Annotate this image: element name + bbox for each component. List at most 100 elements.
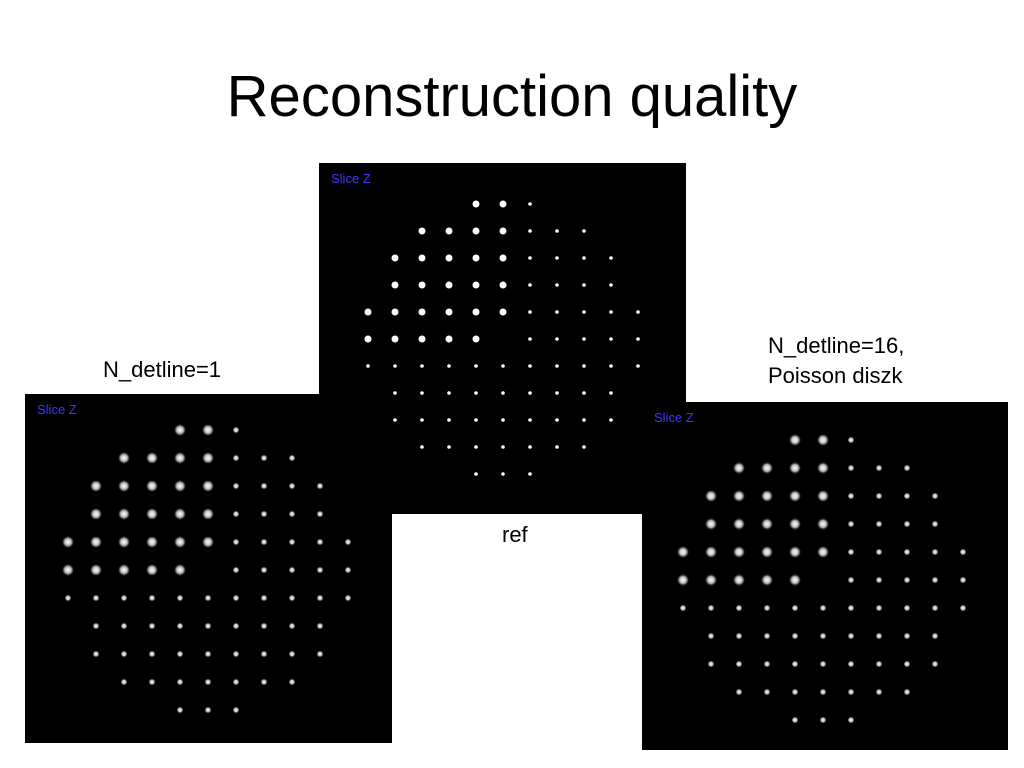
n1-spot <box>148 650 156 658</box>
ref-spot <box>393 418 397 422</box>
n16-spot <box>903 604 911 612</box>
reference-dot-pattern <box>364 200 640 476</box>
ref-spot <box>609 418 613 422</box>
ref-spot <box>582 418 586 422</box>
ref-spot <box>472 335 480 343</box>
n16-spot <box>875 520 883 528</box>
n16-spot <box>903 576 911 584</box>
ref-spot <box>393 391 397 395</box>
n1-spot <box>148 678 156 686</box>
ref-spot <box>528 391 532 395</box>
n16-spot <box>763 632 771 640</box>
n16-spot <box>959 604 967 612</box>
ref-spot <box>445 308 453 316</box>
n16-spot <box>931 660 939 668</box>
ref-spot <box>474 391 478 395</box>
n16-spot <box>791 632 799 640</box>
n1-spot <box>316 566 324 574</box>
ref-spot <box>528 337 532 341</box>
ref-spot <box>391 254 399 262</box>
ref-spot <box>472 308 480 316</box>
ref-spot <box>528 202 532 206</box>
n16-spot <box>875 632 883 640</box>
ref-spot <box>472 281 480 289</box>
ref-spot <box>582 283 586 287</box>
n1-spot <box>260 566 268 574</box>
ndetline-16-dot-pattern <box>677 434 967 724</box>
n16-spot <box>677 546 689 558</box>
ref-spot <box>391 281 399 289</box>
ref-spot <box>582 364 586 368</box>
ref-spot <box>501 391 505 395</box>
n1-spot <box>176 706 184 714</box>
n16-spot <box>705 518 717 530</box>
n1-spot <box>204 594 212 602</box>
n1-spot <box>316 622 324 630</box>
n16-spot <box>763 604 771 612</box>
ref-spot <box>609 391 613 395</box>
n1-spot <box>316 510 324 518</box>
n1-spot <box>204 622 212 630</box>
n16-spot <box>959 548 967 556</box>
n16-spot <box>705 546 717 558</box>
n1-spot <box>92 594 100 602</box>
n16-spot <box>817 518 829 530</box>
ref-spot <box>528 418 532 422</box>
n1-spot <box>174 508 186 520</box>
n1-spot <box>288 566 296 574</box>
ref-spot <box>447 445 451 449</box>
ref-spot <box>609 364 613 368</box>
ref-spot <box>528 445 532 449</box>
n16-spot <box>761 574 773 586</box>
ref-spot <box>420 364 424 368</box>
n16-spot <box>875 604 883 612</box>
ref-spot <box>445 335 453 343</box>
ref-spot <box>582 229 586 233</box>
n16-spot <box>733 546 745 558</box>
n1-spot <box>92 622 100 630</box>
n16-spot <box>847 716 855 724</box>
n1-spot <box>288 678 296 686</box>
n1-spot <box>176 622 184 630</box>
n1-spot <box>146 480 158 492</box>
n1-spot <box>232 622 240 630</box>
n16-spot <box>931 604 939 612</box>
n1-spot <box>232 454 240 462</box>
n1-spot <box>288 594 296 602</box>
n1-spot <box>146 508 158 520</box>
n16-spot <box>819 604 827 612</box>
ref-spot <box>609 310 613 314</box>
n16-spot <box>931 492 939 500</box>
n1-spot <box>260 538 268 546</box>
n16-spot <box>931 548 939 556</box>
n1-spot <box>176 594 184 602</box>
n1-spot <box>118 452 130 464</box>
n16-spot <box>791 688 799 696</box>
n16-spot <box>819 688 827 696</box>
ref-spot <box>447 391 451 395</box>
n16-spot <box>931 576 939 584</box>
ref-spot <box>474 418 478 422</box>
n16-spot <box>735 632 743 640</box>
ref-spot <box>499 227 507 235</box>
n16-spot <box>707 632 715 640</box>
ref-spot <box>472 254 480 262</box>
n16-spot <box>817 434 829 446</box>
n16-spot <box>735 604 743 612</box>
n16-spot <box>707 604 715 612</box>
n1-spot <box>316 538 324 546</box>
ref-spot <box>391 335 399 343</box>
n1-spot <box>288 510 296 518</box>
n1-spot <box>146 564 158 576</box>
n1-spot <box>202 452 214 464</box>
slide-title: Reconstruction quality <box>226 64 798 129</box>
n16-spot <box>903 660 911 668</box>
ref-spot <box>474 472 478 476</box>
ref-spot <box>609 256 613 260</box>
n1-spot <box>288 538 296 546</box>
ref-spot <box>364 335 372 343</box>
ref-spot <box>393 364 397 368</box>
n1-spot <box>118 480 130 492</box>
n1-spot <box>146 536 158 548</box>
n16-spot <box>761 518 773 530</box>
